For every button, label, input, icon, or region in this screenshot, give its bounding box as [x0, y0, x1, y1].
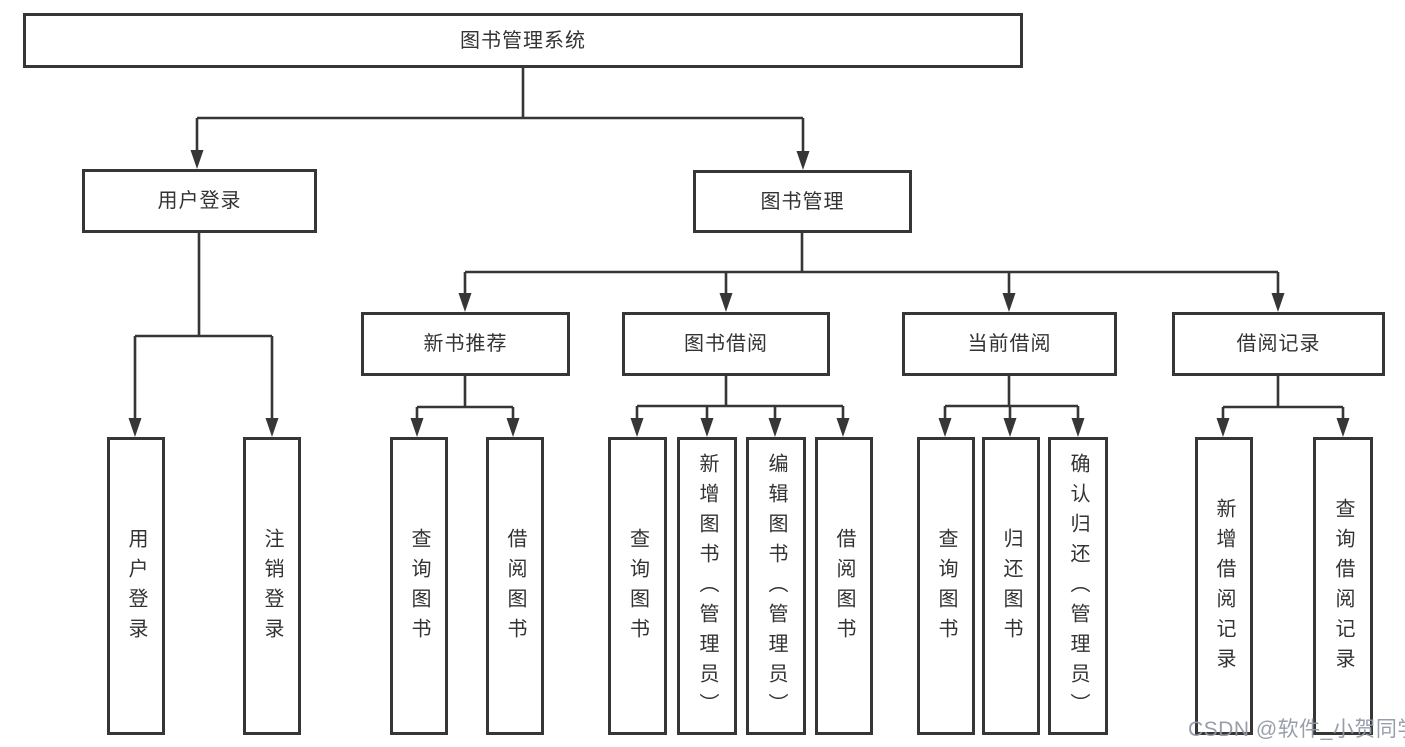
arrowhead [796, 151, 810, 170]
connector-trunks [133, 68, 1345, 420]
leaf-user-login: 用户登录 [107, 437, 165, 735]
node-user-login: 用户登录 [82, 169, 317, 233]
arrowhead [458, 293, 472, 312]
leaf-add-books-admin: 新增图书（管理员） [677, 437, 737, 735]
arrowhead [768, 418, 782, 437]
arrowhead [1271, 293, 1285, 312]
node-borrowing-records: 借阅记录 [1172, 312, 1385, 376]
arrowhead [410, 418, 424, 437]
arrowhead [700, 418, 714, 437]
arrowhead [1216, 418, 1230, 437]
leaf-confirm-return-admin: 确认归还（管理员） [1048, 437, 1108, 735]
node-book-management: 图书管理 [693, 170, 912, 233]
leaf-borrow-books-recommend: 借阅图书 [486, 437, 544, 735]
arrowhead [265, 418, 279, 437]
node-book-borrowing: 图书借阅 [622, 312, 830, 376]
leaf-edit-books-admin: 编辑图书（管理员） [746, 437, 806, 735]
arrowhead [938, 418, 952, 437]
leaf-query-books-borrow: 查询图书 [608, 437, 667, 735]
node-new-book-recommendation: 新书推荐 [361, 312, 570, 376]
leaf-return-books: 归还图书 [982, 437, 1040, 735]
node-current-borrowing: 当前借阅 [902, 312, 1117, 376]
arrowhead [128, 418, 142, 437]
leaf-query-borrow-record: 查询借阅记录 [1313, 437, 1373, 735]
leaf-borrow-books: 借阅图书 [815, 437, 873, 735]
leaf-logout: 注销登录 [243, 437, 301, 735]
node-root: 图书管理系统 [23, 13, 1023, 68]
arrowhead [1002, 293, 1016, 312]
arrowhead [1336, 418, 1350, 437]
arrowhead [190, 150, 204, 169]
arrowhead [719, 293, 733, 312]
leaf-add-borrow-record: 新增借阅记录 [1195, 437, 1253, 735]
leaf-query-books-recommend: 查询图书 [390, 437, 448, 735]
arrowhead [836, 418, 850, 437]
arrowhead [506, 418, 520, 437]
arrowheads [128, 150, 1350, 437]
arrowhead [630, 418, 644, 437]
arrowhead [1071, 418, 1085, 437]
arrowhead [1003, 418, 1017, 437]
leaf-query-books-current: 查询图书 [917, 437, 975, 735]
